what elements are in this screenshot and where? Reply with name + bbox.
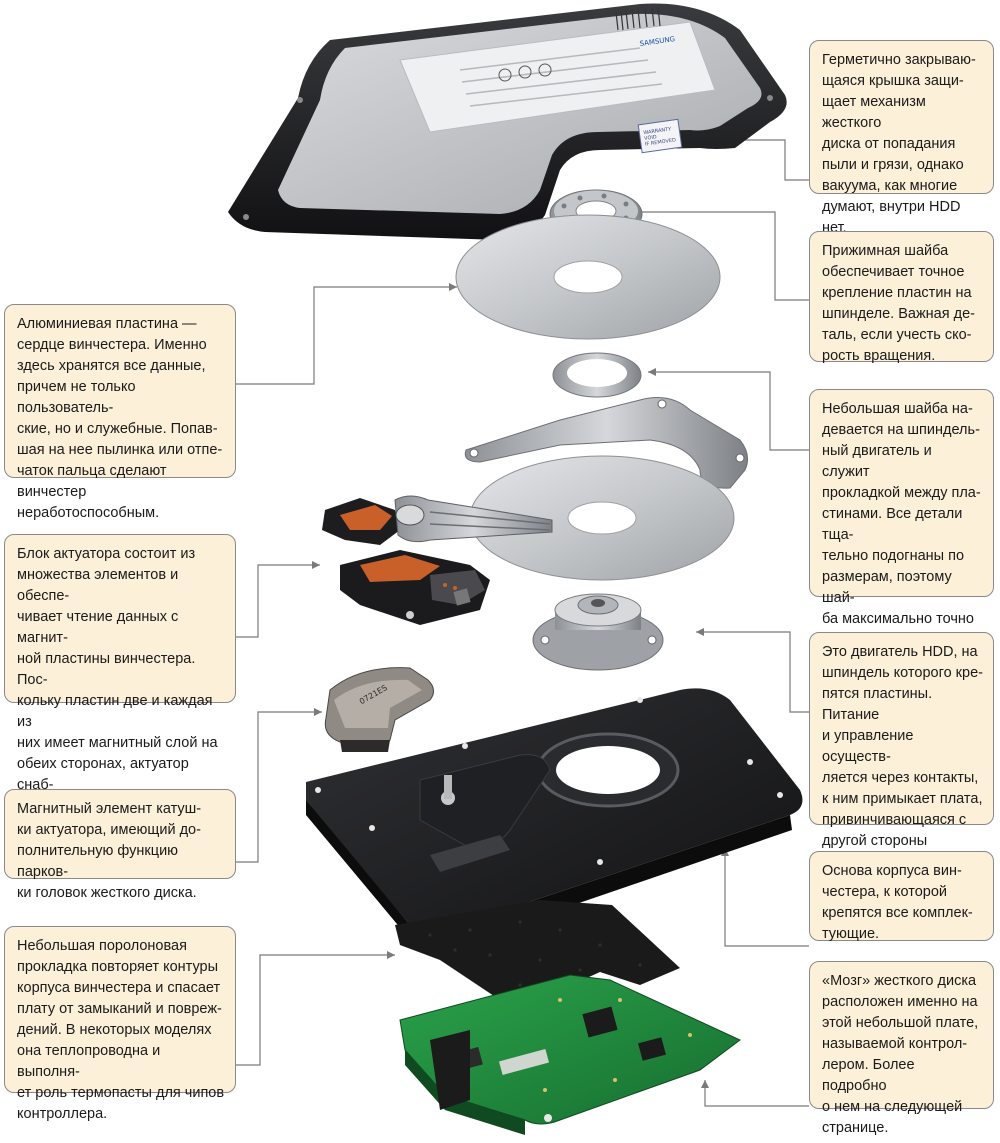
callout-spacer-ring: Небольшая шайба на- девается на шпиндель… [809,389,994,690]
actuator-magnet: 0721ES [324,667,434,752]
controller-pcb [399,974,741,1135]
callout-base-chassis: Основа корпуса вин- честера, к которой к… [809,851,994,942]
callout-foam-gasket: Небольшая поролоновая прокладка повторяе… [4,926,236,1122]
callout-controller: «Мозг» жесткого диска расположен именно … [809,961,994,1136]
platter-bottom [469,455,735,581]
connector-platter [236,286,457,385]
hdd-top-cover: SAMSUNG WARRANTYVOIDIF REMOVED [228,3,787,240]
connector-clamp [620,211,809,301]
spacer-ring [552,352,642,398]
connector-motor [696,631,809,713]
callout-platter: Алюминиевая пластина — сердце винчестера… [4,304,236,521]
actuator-assembly [322,495,553,625]
callout-actuator-magnet: Магнитный элемент катуш- ки актуатора, и… [4,789,236,901]
connector-lines [236,139,809,1107]
connector-magnet [236,711,322,863]
connector-controller [704,1080,809,1107]
cover-warranty-sticker: WARRANTYVOIDIF REMOVED [643,126,676,148]
connector-spacer [648,371,809,451]
foam-gasket [395,900,680,1000]
connector-cover [712,139,809,181]
callout-actuator: Блок актуатора состоит из множества элем… [4,534,236,814]
hdd-base-chassis [306,688,803,950]
connector-actuator [236,564,320,638]
spindle-motor [532,593,664,671]
connector-foam [236,954,395,1066]
callout-spindle-motor: Это двигатель HDD, на шпиндель которого … [809,632,994,891]
platter-top [455,214,721,340]
connector-base [724,848,809,947]
callout-top-cover: Герметично закрываю- щаяся крышка защи- … [809,40,994,236]
callout-disk-clamp: Прижимная шайба обеспечивает точное креп… [809,231,994,364]
